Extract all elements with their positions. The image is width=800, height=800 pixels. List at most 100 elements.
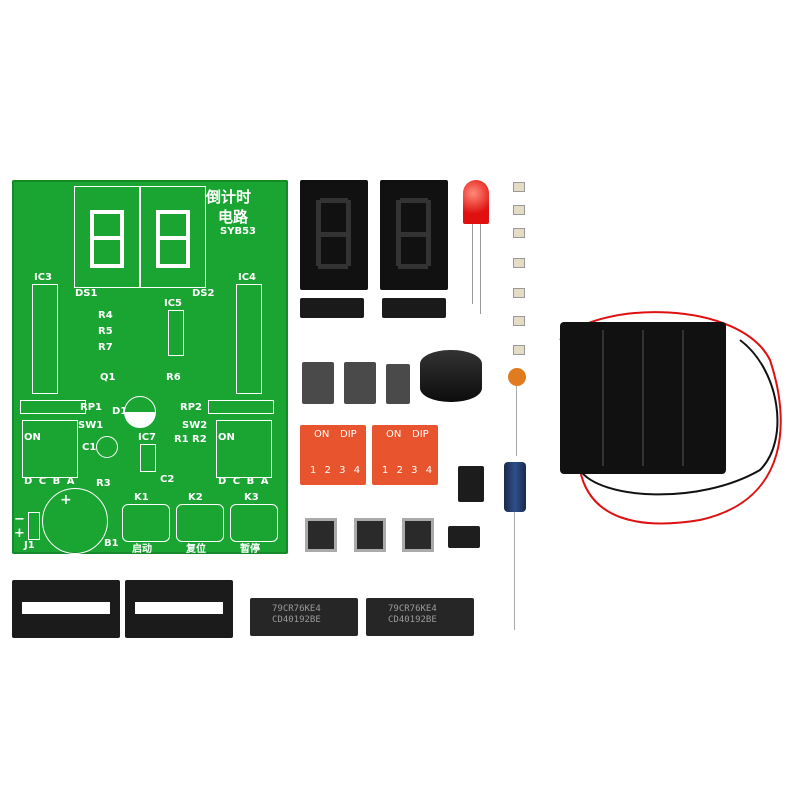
segment [156,264,190,268]
label-k3: K3 [244,492,259,503]
push-button [305,518,337,552]
led-leg [472,224,473,304]
chip-marking-2: CD40192BE [272,615,321,625]
label-d1: D1 [112,406,128,417]
label-pause: 暂停 [240,544,260,555]
segment [90,236,124,240]
label-k1: K1 [134,492,149,503]
ds1-outline [74,186,140,288]
soic-chip [386,364,410,404]
pcb-model: SYB53 [220,226,256,237]
red-led [463,180,489,224]
label-r5: R5 [98,326,113,337]
label-ic4: IC4 [238,272,257,283]
label-reset: 复位 [186,544,206,555]
ic-chip-cd40192: 79CR76KE4 CD40192BE [366,598,474,636]
smd-resistor [513,182,525,192]
label-r3: R3 [96,478,111,489]
label-rp2: RP2 [180,402,202,413]
smd-resistor [513,258,525,268]
rp2-outline [208,400,274,414]
label-j1: J1 [24,540,35,551]
sw2-outline [216,420,272,478]
dip-switch: ON DIP 1 2 3 4 [372,425,438,485]
label-ic5: IC5 [164,298,183,309]
label-ds1: DS1 [75,288,98,299]
ic7-outline [140,444,156,472]
chip-marking-2: CD40192BE [388,615,437,625]
k3-outline [230,504,278,542]
chip-marking-1: 79CR76KE4 [272,604,321,614]
ds2-outline [140,186,206,288]
rp1-outline [20,400,86,414]
sop8-chip [448,526,480,548]
k2-outline [176,504,224,542]
j1-outline [28,512,40,540]
label-c2: C2 [160,474,175,485]
smd-resistor [513,345,525,355]
buzzer [420,350,482,402]
label-ic7: IC7 [138,432,157,443]
led-leg [480,224,481,314]
pcb-title: 倒计时 [206,188,252,206]
ceramic-capacitor [508,368,526,386]
pcb-title-2: 电路 [218,208,249,226]
segment [158,210,188,214]
label-on1: ON [24,432,41,443]
dip-numbers: 1 2 3 4 [310,465,361,476]
battery-b1-outline [42,488,108,554]
ic4-outline [236,284,262,394]
soic-chip [302,362,334,404]
segment [90,264,124,268]
label-k2: K2 [188,492,203,503]
label-rp1: RP1 [80,402,102,413]
label-r4: R4 [98,310,113,321]
k1-outline [122,504,170,542]
label-sw1: SW1 [78,420,104,431]
ic5-outline [168,310,184,356]
label-dcba1: D C B A [24,476,75,487]
seven-segment-display [380,180,448,290]
dip-label: DIP [340,429,357,440]
ic-socket [12,580,120,638]
label-b1-plus: + [60,492,72,508]
label-r2: R2 [192,434,207,445]
soic-chip [344,362,376,404]
label-sw2: SW2 [182,420,208,431]
dip-on-label: ON [386,429,402,440]
ic-socket [125,580,233,638]
resistor-network [382,298,446,318]
label-r7: R7 [98,342,113,353]
electrolytic-capacitor [504,462,526,512]
battery-holder [560,322,726,474]
label-b1: B1 [104,538,119,549]
ic-chip-cd40192: 79CR76KE4 CD40192BE [250,598,358,636]
segment [92,210,122,214]
label-dcba2: D C B A [218,476,269,487]
push-button [354,518,386,552]
transistor [458,466,484,502]
dip-switch: ON DIP 1 2 3 4 [300,425,366,485]
d1-outline [124,396,156,428]
label-on2: ON [218,432,235,443]
smd-resistor [513,316,525,326]
dip-label: DIP [412,429,429,440]
label-minus: − [14,512,25,527]
label-c1: C1 [82,442,97,453]
label-start: 启动 [132,544,152,555]
label-r6: R6 [166,372,181,383]
ic3-outline [32,284,58,394]
label-plus: + [14,526,25,541]
segment [156,236,190,240]
smd-resistor [513,228,525,238]
label-ic3: IC3 [34,272,53,283]
dip-on-label: ON [314,429,330,440]
label-r1: R1 [174,434,189,445]
c1-outline [96,436,118,458]
label-q1: Q1 [100,372,116,383]
smd-resistor [513,205,525,215]
pcb-board: 倒计时 电路 SYB53 DS1 DS2 IC3 IC4 IC5 R4 R5 R… [12,180,288,555]
capacitor-leg [516,386,517,456]
label-ds2: DS2 [192,288,215,299]
